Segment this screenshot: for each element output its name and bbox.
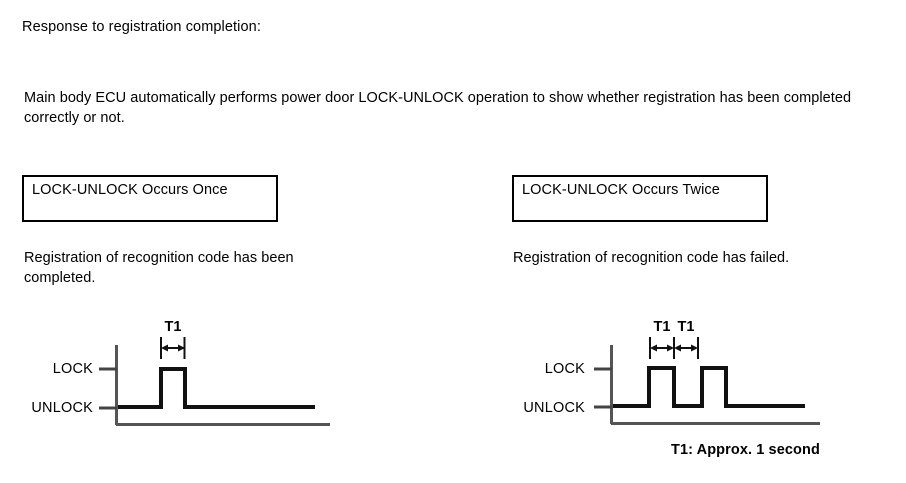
dim-arrowhead-right-b-start bbox=[674, 344, 681, 352]
dimension-label-t1-right-first: T1 bbox=[653, 319, 671, 335]
dim-arrowhead-left-start bbox=[161, 344, 168, 352]
axis-label-unlock-right: UNLOCK bbox=[523, 400, 585, 416]
result-description-twice: Registration of recognition code has fai… bbox=[513, 250, 790, 266]
result-box-once-title: LOCK-UNLOCK Occurs Once bbox=[32, 182, 228, 198]
result-description-once: Registration of recognition code has bee… bbox=[24, 250, 294, 286]
footnote-t1-duration: T1: Approx. 1 second bbox=[671, 442, 820, 458]
result-box-twice: LOCK-UNLOCK Occurs Twice bbox=[512, 175, 768, 222]
axis-label-lock-left: LOCK bbox=[52, 361, 93, 377]
timing-diagram-twice bbox=[594, 337, 820, 425]
signal-trace-left bbox=[118, 367, 315, 409]
dim-arrowhead-right-a-start bbox=[650, 344, 657, 352]
timing-diagram-once bbox=[99, 337, 330, 426]
result-box-once: LOCK-UNLOCK Occurs Once bbox=[22, 175, 278, 222]
dim-arrowhead-right-b-end bbox=[691, 344, 698, 352]
page-title: Response to registration completion: bbox=[22, 19, 261, 35]
intro-paragraph: Main body ECU automatically performs pow… bbox=[24, 90, 852, 126]
result-box-twice-title: LOCK-UNLOCK Occurs Twice bbox=[522, 182, 720, 198]
dimension-label-t1-left: T1 bbox=[164, 319, 182, 335]
dim-arrowhead-right-a-end bbox=[667, 344, 674, 352]
dimension-label-t1-right-second: T1 bbox=[677, 319, 695, 335]
signal-trace-right bbox=[613, 366, 805, 408]
dim-arrowhead-left-end bbox=[178, 344, 185, 352]
axis-label-lock-right: LOCK bbox=[544, 361, 585, 377]
axis-label-unlock-left: UNLOCK bbox=[31, 400, 93, 416]
